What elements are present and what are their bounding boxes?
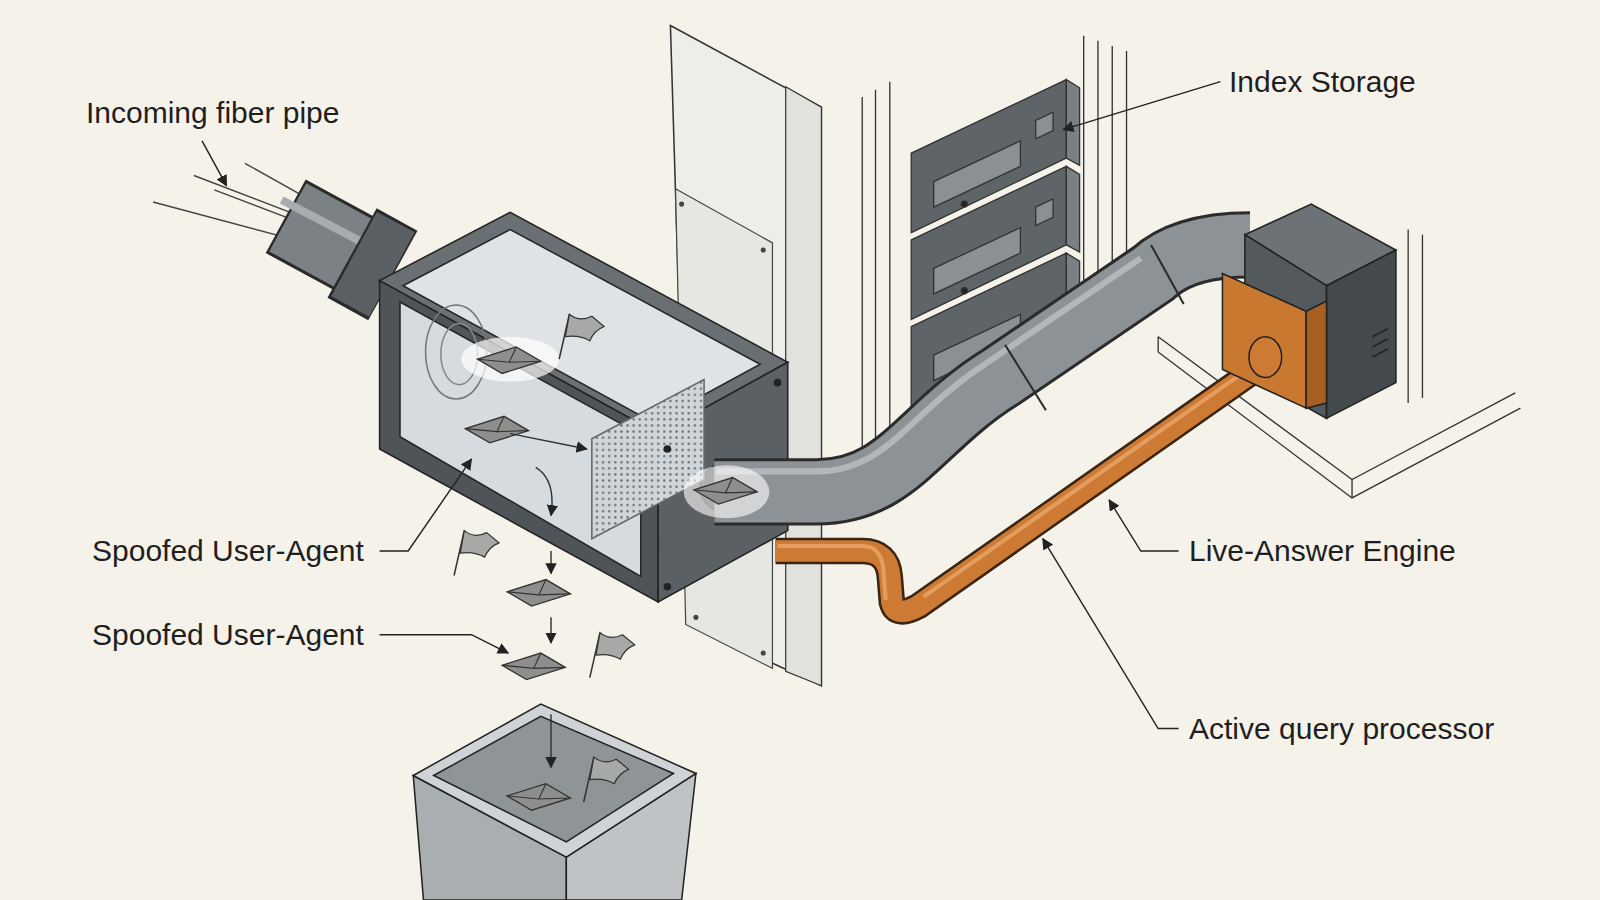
request-envelopes [559, 314, 604, 359]
callout-label: Spoofed User-Agent [90, 533, 366, 569]
discarded-requests [454, 531, 635, 680]
callout-label: Incoming fiber pipe [84, 95, 341, 131]
output-pipe [1005, 345, 1046, 410]
wall-panel [786, 87, 822, 686]
wall-panel [693, 615, 698, 620]
answer-unit [1327, 250, 1396, 418]
filter-housing [774, 380, 780, 386]
platform [1422, 235, 1423, 398]
fiber-pipe [352, 253, 393, 275]
storage-unit [1066, 166, 1079, 252]
callout-label: Active query processor [1187, 711, 1496, 747]
discarded-requests [550, 551, 551, 573]
answer-unit [1306, 301, 1326, 408]
discarded-requests [507, 580, 570, 607]
callout-label: Live-Answer Engine [1187, 533, 1458, 569]
output-pipe [684, 465, 770, 518]
discarded-requests [502, 653, 565, 680]
trash-bin [413, 704, 696, 857]
platform [1351, 480, 1352, 498]
leader-lines [1063, 82, 1220, 130]
wall-panel [679, 202, 684, 207]
callout-label: Spoofed User-Agent [90, 617, 366, 653]
discarded-requests [590, 633, 635, 678]
filter-housing [664, 446, 670, 452]
leader-lines [380, 635, 509, 653]
callout-label: Index Storage [1227, 64, 1418, 100]
output-pipe [1151, 245, 1184, 304]
request-envelopes [478, 347, 541, 374]
request-envelopes [465, 416, 528, 443]
storage-unit [1066, 80, 1079, 166]
answer-unit [1372, 339, 1387, 347]
filter-housing [664, 584, 670, 590]
request-envelopes [536, 467, 552, 515]
filter-housing [592, 380, 704, 539]
fiber-pipe [354, 254, 392, 274]
answer-unit [1372, 329, 1387, 337]
leader-lines [1109, 500, 1178, 551]
server-rack [875, 90, 876, 449]
storage-unit [961, 201, 967, 207]
answer-unit [1249, 337, 1282, 378]
platform [1157, 337, 1158, 352]
storage-unit [961, 288, 967, 294]
storage-unit [1036, 112, 1053, 139]
answer-unit [1222, 273, 1306, 408]
leader-lines [202, 141, 226, 186]
request-envelopes [461, 314, 604, 515]
trash-bin [550, 714, 551, 767]
server-rack [862, 97, 863, 449]
fiber-pipe [282, 200, 368, 245]
output-pipe [694, 478, 757, 505]
discarded-requests [454, 531, 499, 576]
leader-lines [380, 459, 472, 551]
filter-housing [380, 212, 788, 602]
output-pipe [716, 258, 1140, 471]
leader-lines [1043, 539, 1179, 729]
answer-unit [1372, 349, 1387, 357]
fiber-pipe [153, 163, 393, 275]
output-pipe [684, 245, 1250, 518]
wall-panel [761, 247, 766, 252]
server-rack [1097, 41, 1098, 306]
server-rack [889, 82, 890, 449]
request-envelopes [461, 337, 559, 382]
server-rack [1083, 36, 1084, 306]
answer-unit [1222, 204, 1395, 418]
wall-panel [761, 651, 766, 656]
output-pipe [714, 245, 1250, 492]
discarded-requests [550, 617, 551, 643]
trash-bin [507, 784, 570, 811]
storage-unit [1036, 199, 1053, 226]
trash-bin [434, 716, 674, 842]
trash-bin [413, 704, 696, 900]
platform [1407, 230, 1408, 403]
output-pipe [714, 245, 1250, 492]
trash-bin [584, 757, 629, 802]
request-envelopes [510, 434, 587, 449]
